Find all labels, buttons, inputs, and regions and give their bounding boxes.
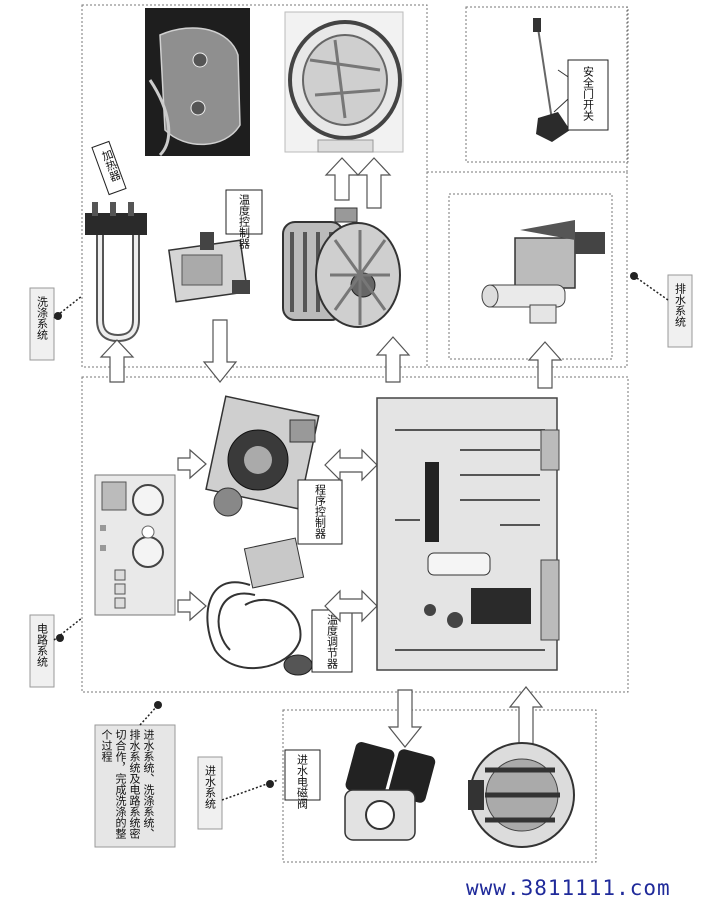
control-circuit-board-image xyxy=(376,397,560,671)
inlet-system-box xyxy=(282,709,597,863)
drum-up-arrows xyxy=(324,157,392,209)
temp-regulator-image xyxy=(206,537,313,676)
temp-controller-image xyxy=(168,232,250,303)
drain-pump-image xyxy=(481,220,605,324)
inlet-system-label: 进水系统 xyxy=(204,765,217,809)
temp-regulator-label: 温度调节器 xyxy=(326,614,339,670)
program-controller-label: 程序控制器 xyxy=(314,484,327,540)
inlet-flow-arrows xyxy=(387,686,544,749)
temp-controller-label: 温度控制器 xyxy=(238,194,251,250)
summary-note: 进水系统、洗涤系统、排水系统及电路系统密切合作，完成洗涤的整个过程 xyxy=(100,729,155,839)
circuit-system-label: 电路系统 xyxy=(36,623,49,667)
program-controller-image xyxy=(205,395,320,517)
board-link-arrows xyxy=(324,448,378,623)
drive-motor-image xyxy=(282,207,401,328)
water-level-switch-image xyxy=(468,742,575,848)
drain-system-pointer xyxy=(633,275,669,301)
wash-system-label: 洗涤系统 xyxy=(36,296,49,340)
door-switch-box xyxy=(465,6,629,163)
heater-image xyxy=(85,202,147,343)
washing-drum-image xyxy=(284,11,404,153)
drain-system-label: 排水系统 xyxy=(674,282,687,327)
watermark: www.3811111.com xyxy=(466,876,671,900)
wash-separator xyxy=(427,7,628,173)
door-switch-label: 安全门开关 xyxy=(582,65,595,122)
inlet-valve-label: 进水电磁阀 xyxy=(296,754,309,810)
summary-note-pointer xyxy=(139,704,159,726)
inlet-valve-image xyxy=(344,742,436,841)
control-panel-image xyxy=(94,474,176,616)
circuit-system-box xyxy=(81,376,629,693)
drum-back-plate-image xyxy=(145,8,250,157)
wash-flow-arrows xyxy=(99,319,563,389)
panel-arrows xyxy=(177,448,207,622)
